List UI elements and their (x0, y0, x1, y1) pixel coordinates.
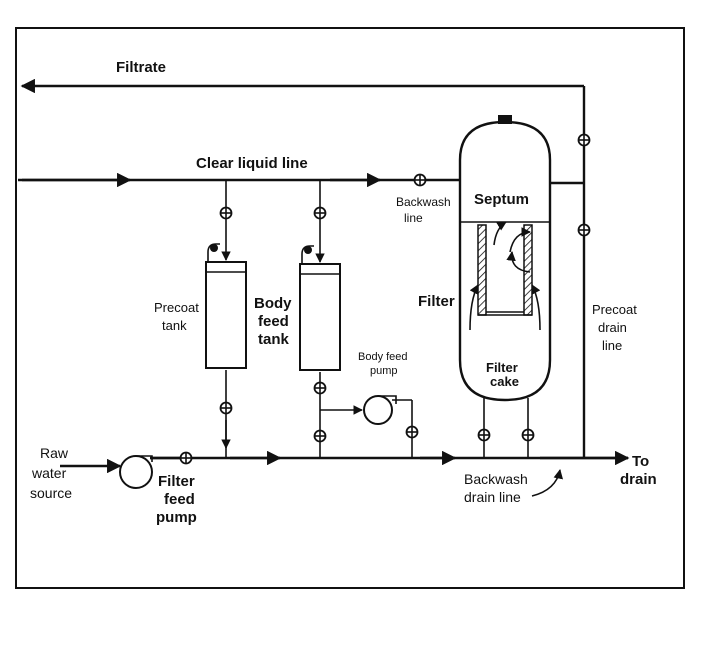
filter-feed-pump-icon (119, 455, 153, 489)
precoat-tank-label-2: tank (162, 318, 187, 333)
valve-icon (521, 428, 535, 442)
valve-icon (577, 223, 591, 237)
backwash-drain-pointer (531, 469, 564, 497)
valve-icon (219, 401, 233, 415)
valve-icon (313, 206, 327, 220)
clear-liquid-line-label: Clear liquid line (196, 155, 308, 172)
body-feed-tank-label-2: feed (258, 313, 289, 330)
vent-icon (498, 115, 512, 124)
valve-icon (405, 425, 419, 439)
body-feed-pump-icon (363, 395, 397, 425)
raw-water-source-label-1: Raw (40, 445, 69, 461)
precoat-drain-line-label-3: line (602, 338, 622, 353)
valve-icon (477, 428, 491, 442)
body-feed-pump-label-1: Body feed (358, 351, 408, 363)
filter-feed-pump-label-1: Filter (158, 473, 195, 490)
to-drain-label-1: To (632, 453, 649, 470)
filter-cake-label-2: cake (490, 374, 519, 389)
valve-icon (179, 451, 193, 465)
valve-icon (313, 381, 327, 395)
backwash-line-label-2: line (404, 211, 423, 225)
raw-water-source-label-2: water (31, 465, 67, 481)
precoat-drain-line-label-1: Precoat (592, 302, 637, 317)
filter-wall-right (523, 224, 533, 316)
raw-water-source-label-3: source (30, 485, 72, 501)
filter-wall-left (477, 224, 487, 316)
clear-liquid-line (18, 172, 584, 188)
diagram-frame (15, 27, 685, 589)
backwash-line-label-1: Backwash (396, 195, 451, 209)
body-feed-tank (299, 245, 341, 371)
filter-feed-pump-label-3: pump (156, 509, 197, 526)
filtrate-label: Filtrate (116, 59, 166, 76)
precoat-tank (205, 243, 247, 369)
filter-cake-label-1: Filter (486, 360, 518, 375)
filter-vessel (458, 115, 552, 402)
precoat-drain-line-label-2: drain (598, 320, 627, 335)
to-drain-label-2: drain (620, 471, 657, 488)
filtrate-line (20, 78, 586, 458)
filter-feed-pump-label-2: feed (164, 491, 195, 508)
valve-icon (313, 429, 327, 443)
body-feed-tank-label-3: tank (258, 331, 290, 348)
backwash-drain-line-label-2: drain line (464, 489, 521, 505)
precoat-tank-label-1: Precoat (154, 300, 199, 315)
septum-label: Septum (474, 191, 529, 208)
main-feed-line (60, 450, 630, 474)
backwash-drain-line-label-1: Backwash (464, 471, 528, 487)
body-feed-pump-label-2: pump (370, 365, 398, 377)
valve-icon (577, 133, 591, 147)
filter-label: Filter (418, 293, 455, 310)
body-feed-tank-label-1: Body (254, 295, 292, 312)
valve-icon (219, 206, 233, 220)
valve-icon (413, 173, 427, 187)
